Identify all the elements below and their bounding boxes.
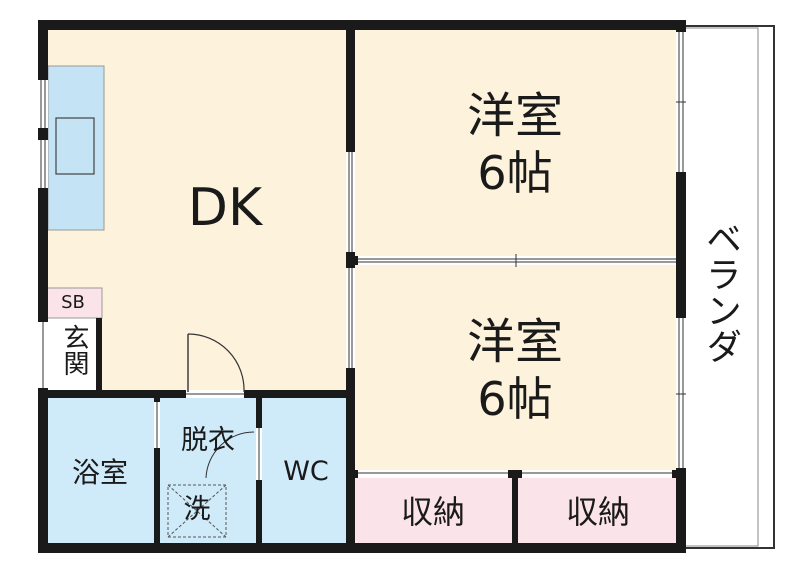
- bathroom-floor: [44, 398, 156, 548]
- storage-left-label: 収納: [400, 493, 465, 531]
- western-room-bottom-floor: [350, 260, 680, 473]
- bathroom-label: 浴室: [71, 456, 128, 489]
- western-room-top-floor: [350, 26, 680, 260]
- toilet-floor: [260, 398, 350, 548]
- storage-doors: [358, 470, 672, 478]
- washer-space: [167, 484, 227, 538]
- shoe-box-label: SB: [61, 292, 85, 313]
- storage-right-floor: [516, 478, 680, 548]
- kitchen-counter: [47, 65, 105, 231]
- wall-bath-dressing: [154, 390, 160, 553]
- outer-wall-top: [38, 20, 686, 30]
- storage-left-floor: [354, 478, 512, 548]
- balcony-label: ベランダ: [700, 220, 741, 364]
- entrance-label: 玄関: [59, 324, 89, 376]
- balcony-area: [681, 25, 775, 549]
- door-entrance: [38, 322, 48, 388]
- wall-entrance-step: [96, 318, 102, 393]
- kitchen-sink: [55, 117, 95, 175]
- wall-storage-divider: [512, 470, 518, 553]
- sliding-door-bathroom: [154, 402, 160, 448]
- window-kitchen-left: [38, 80, 48, 188]
- dressing-label: 脱衣: [181, 425, 235, 456]
- outer-wall-bottom: [38, 543, 686, 553]
- outer-wall-right: [676, 20, 686, 553]
- western-room-top-size: 6帖: [477, 146, 553, 200]
- swing-door-wc-arc: [205, 431, 255, 479]
- sliding-door-wc: [256, 428, 262, 480]
- dressing-floor: [158, 398, 258, 548]
- western-room-bottom-size: 6帖: [477, 372, 553, 426]
- washer-label: 洗: [183, 494, 211, 525]
- storage-right-label: 収納: [565, 493, 630, 531]
- window-balcony-top: [676, 32, 686, 172]
- sliding-door-between-rooms: [358, 254, 676, 267]
- sliding-door-dk-top: [346, 152, 355, 252]
- window-balcony-bottom: [676, 318, 686, 468]
- entrance-floor: [44, 318, 96, 393]
- toilet-label: WC: [283, 456, 329, 487]
- sliding-door-dk-bottom: [346, 268, 355, 368]
- outer-wall-left: [38, 20, 48, 553]
- shoe-box: [43, 287, 103, 319]
- swing-door-dressing: [186, 333, 245, 398]
- western-room-bottom-name: 洋室: [466, 314, 563, 370]
- western-room-top-name: 洋室: [466, 88, 563, 144]
- dk-label: DK: [187, 178, 263, 238]
